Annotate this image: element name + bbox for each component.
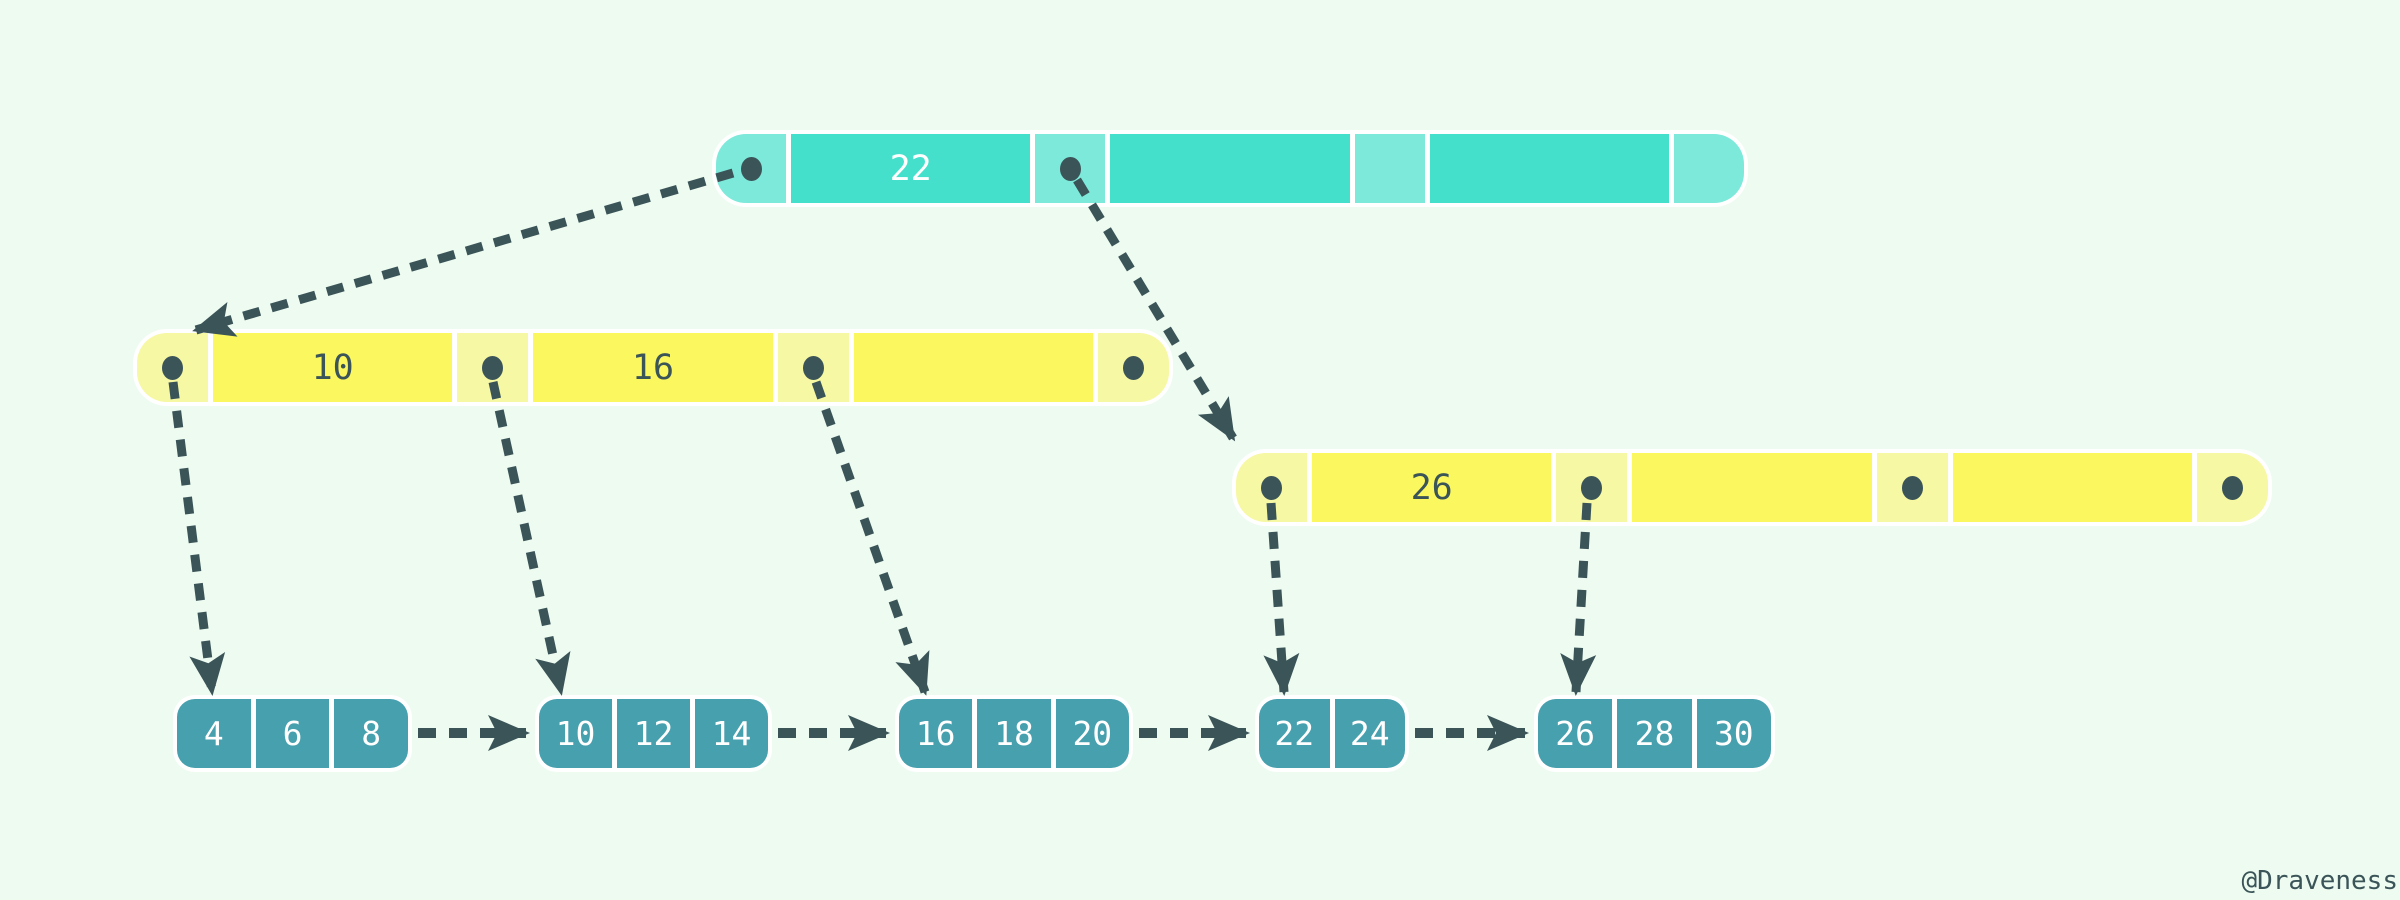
internal-node-right: 26 [1232,449,2272,526]
root-key-cell-2 [1110,134,1350,203]
leaf-value-label: 14 [711,714,752,753]
pointer-dot [1901,475,1923,500]
leaf-node-1: 4 6 8 [173,695,412,772]
leaf-value-cell: 20 [1055,699,1129,768]
leaf-value-label: 16 [915,714,956,753]
internal-key-label: 10 [311,347,354,388]
root-pointer-cell-1 [716,134,786,203]
leaf-value-label: 26 [1555,714,1596,753]
leaf-value-label: 8 [361,714,382,753]
internal-left-pointer-cell-1 [137,333,208,402]
edge-root-to-internal-left [192,168,735,337]
leaf-value-cell: 10 [539,699,612,768]
internal-right-pointer-cell-1 [1236,453,1307,522]
leaf-value-label: 30 [1713,714,1754,753]
pointer-dot [482,355,504,380]
edge-internal-right-p1-to-leaf-4 [1263,502,1300,696]
leaf-value-cell: 14 [695,699,768,768]
leaf-node-5: 26 28 30 [1534,695,1775,772]
internal-key-label: 16 [631,347,675,388]
leaf-value-label: 4 [203,714,224,753]
root-pointer-cell-2 [1035,134,1106,203]
leaf-value-cell: 6 [255,699,330,768]
leaf-value-cell: 28 [1617,699,1692,768]
leaf-node-2: 10 12 14 [535,695,772,772]
leaf-value-cell: 18 [977,699,1051,768]
root-pointer-cell-3 [1354,134,1425,203]
internal-right-key-cell-1: 26 [1312,453,1552,522]
pointer-dot [802,355,824,380]
edge-internal-right-p2-to-leaf-5 [1560,502,1597,696]
leaf-value-label: 28 [1634,714,1675,753]
pointer-dot [162,355,183,380]
edge-internal-left-p2-to-leaf-2 [488,381,571,696]
pointer-dot [1122,355,1144,380]
leaf-value-cell: 16 [899,699,973,768]
pointer-dot [1581,475,1603,500]
leaf-value-label: 6 [282,714,303,753]
root-key-cell-3 [1429,134,1669,203]
leaf-value-cell: 30 [1696,699,1771,768]
internal-left-pointer-cell-2 [457,333,529,402]
leaf-value-cell: 26 [1538,699,1613,768]
edge-internal-left-p1-to-leaf-1 [168,381,226,696]
internal-right-key-cell-3 [1952,453,2192,522]
leaf-value-label: 10 [555,714,596,753]
root-pointer-cell-4 [1673,134,1744,203]
leaf-value-label: 12 [633,714,674,753]
pointer-dot [2221,475,2243,500]
internal-key-label: 26 [1410,467,1453,508]
leaf-node-3: 16 18 20 [895,695,1133,772]
leaf-value-label: 20 [1072,714,1113,753]
leaf-node-4: 22 24 [1255,695,1409,772]
internal-node-left: 10 16 [133,329,1173,406]
pointer-dot [740,156,762,181]
leaf-value-cell: 8 [334,699,409,768]
watermark-credit: @Draveness [2241,866,2398,896]
edge-internal-left-p3-to-leaf-3 [811,380,930,696]
internal-left-key-cell-1: 10 [213,333,453,402]
internal-left-pointer-cell-4 [1097,333,1169,402]
root-key-label: 22 [889,148,932,189]
leaf-value-label: 18 [994,714,1034,753]
internal-right-pointer-cell-2 [1556,453,1628,522]
internal-left-key-cell-2: 16 [533,333,773,402]
internal-left-key-cell-3 [853,333,1093,402]
leaf-value-label: 24 [1349,714,1390,753]
root-key-cell-1: 22 [791,134,1031,203]
internal-left-pointer-cell-3 [777,333,849,402]
leaf-value-cell: 4 [177,699,251,768]
leaf-value-cell: 12 [617,699,690,768]
root-node: 22 [712,130,1748,207]
pointer-dot [1059,156,1081,181]
internal-right-pointer-cell-3 [1876,453,1948,522]
internal-right-pointer-cell-4 [2196,453,2268,522]
leaf-value-cell: 22 [1259,699,1330,768]
pointer-dot [1261,475,1282,500]
leaf-value-cell: 24 [1334,699,1405,768]
leaf-value-label: 22 [1274,714,1315,753]
internal-right-key-cell-2 [1632,453,1872,522]
